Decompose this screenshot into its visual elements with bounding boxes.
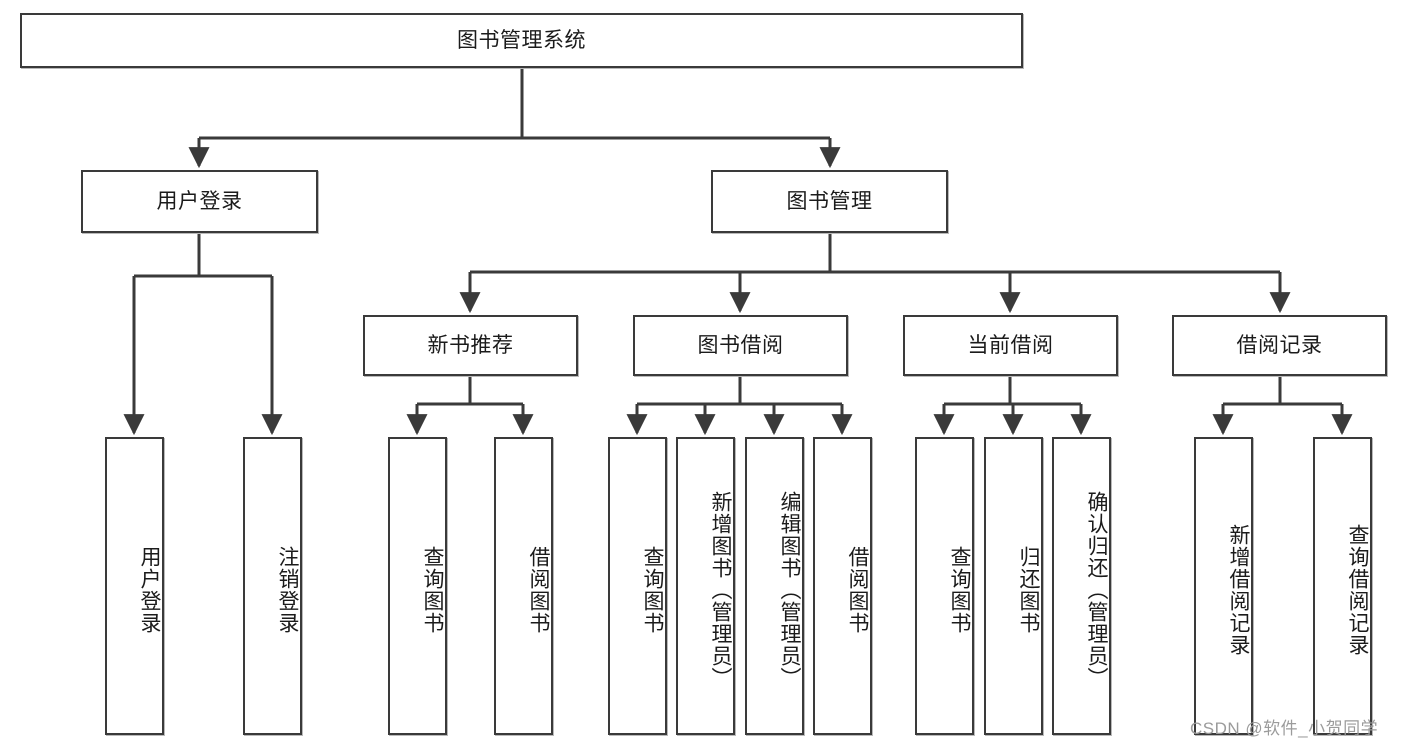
node-label: 借阅图书 (527, 546, 550, 634)
node-label: 查询图书 (641, 546, 664, 634)
leaf-logout[interactable]: 注销登录 (243, 437, 302, 735)
leaf-add-book-admin[interactable]: 新增图书（管理员） (676, 437, 735, 735)
node-label: 图书管理 (786, 189, 873, 213)
node-label: 借阅图书 (846, 546, 869, 634)
leaf-confirm-return-admin[interactable]: 确认归还（管理员） (1052, 437, 1111, 735)
leaf-query-borrow-record[interactable]: 查询借阅记录 (1313, 437, 1372, 735)
node-label: 确认归还（管理员） (1085, 491, 1108, 689)
leaf-borrow-book-bb[interactable]: 借阅图书 (813, 437, 872, 735)
node-label: 查询图书 (948, 546, 971, 634)
node-label: 查询图书 (421, 546, 444, 634)
leaf-query-book-cb[interactable]: 查询图书 (915, 437, 974, 735)
node-label: 注销登录 (276, 546, 299, 634)
node-book-management[interactable]: 图书管理 (711, 170, 948, 233)
node-label: 借阅记录 (1236, 333, 1323, 357)
node-label: 用户登录 (156, 189, 243, 213)
leaf-add-borrow-record[interactable]: 新增借阅记录 (1194, 437, 1253, 735)
node-current-borrowing[interactable]: 当前借阅 (903, 315, 1118, 376)
leaf-query-book-bb[interactable]: 查询图书 (608, 437, 667, 735)
node-label: 归还图书 (1017, 546, 1040, 634)
leaf-edit-book-admin[interactable]: 编辑图书（管理员） (745, 437, 804, 735)
node-label: 查询借阅记录 (1346, 524, 1369, 656)
node-label: 编辑图书（管理员） (778, 491, 801, 689)
node-label: 新增图书（管理员） (709, 491, 732, 689)
node-label: 当前借阅 (967, 333, 1054, 357)
node-label: 新增借阅记录 (1227, 524, 1250, 656)
node-book-borrowing[interactable]: 图书借阅 (633, 315, 848, 376)
node-borrowing-record[interactable]: 借阅记录 (1172, 315, 1387, 376)
watermark-csdn: CSDN @软件_小贺同学 (1190, 719, 1379, 738)
leaf-query-book-nb[interactable]: 查询图书 (388, 437, 447, 735)
node-root-book-management-system[interactable]: 图书管理系统 (20, 13, 1023, 68)
leaf-borrow-book-nb[interactable]: 借阅图书 (494, 437, 553, 735)
node-label: 用户登录 (138, 546, 161, 634)
node-label: 新书推荐 (427, 333, 514, 357)
node-label: 图书管理系统 (457, 28, 586, 52)
leaf-return-book[interactable]: 归还图书 (984, 437, 1043, 735)
node-new-book-recommendation[interactable]: 新书推荐 (363, 315, 578, 376)
node-label: 图书借阅 (697, 333, 784, 357)
leaf-user-login[interactable]: 用户登录 (105, 437, 164, 735)
node-user-login[interactable]: 用户登录 (81, 170, 318, 233)
